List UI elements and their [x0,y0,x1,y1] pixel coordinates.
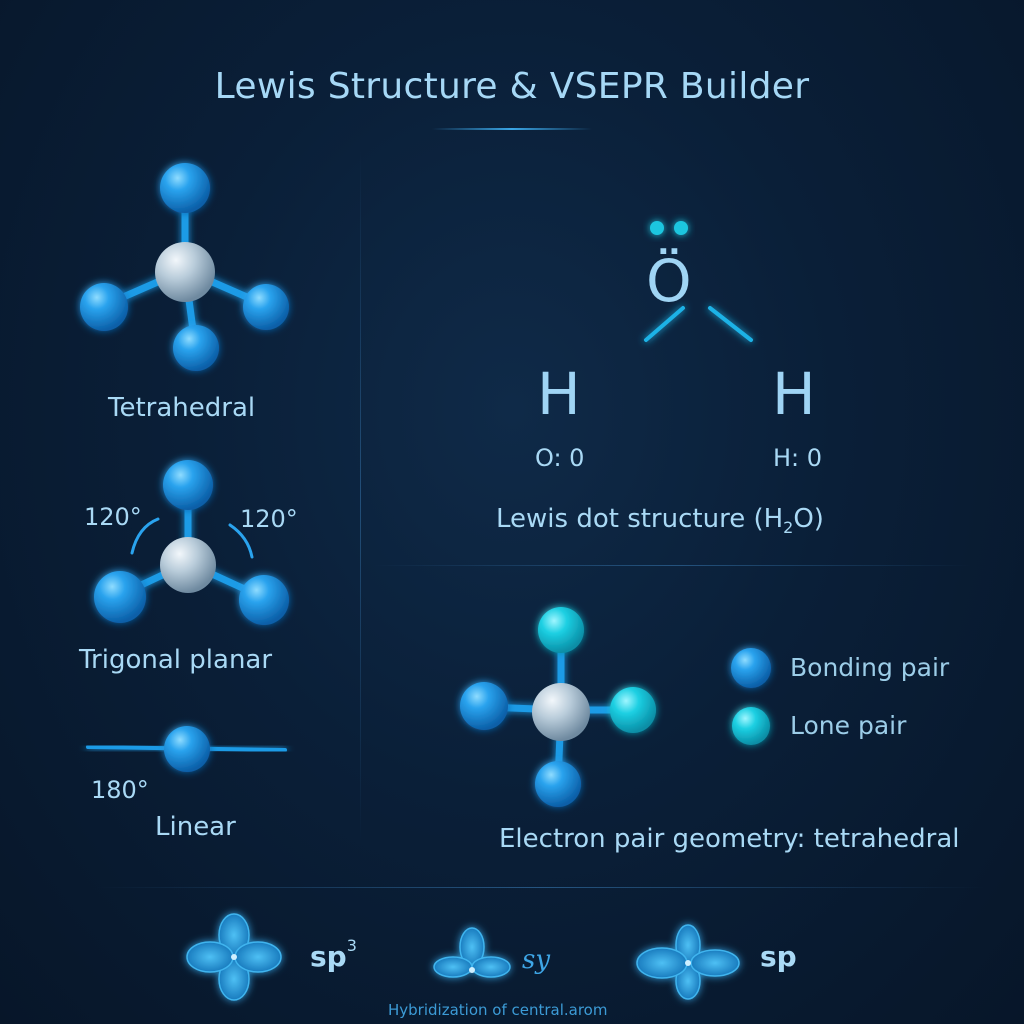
sp3-orbital-icon[interactable] [185,913,285,1001]
bond-right [708,306,753,342]
right-panel-divider [372,565,972,566]
linear-label: Linear [155,812,236,842]
legend-lone-pair: Lone pair [790,711,907,740]
lewis-hydrogen-left[interactable]: H [537,360,581,428]
vertical-divider [360,150,361,845]
linear-angle: 180° [91,776,149,804]
bonding-atom-left [460,682,508,730]
trigonal-angle-right: 120° [240,505,298,533]
lewis-caption-prefix: Lewis dot structure (H [496,504,784,534]
trigonal-left-atom [94,571,146,623]
lewis-caption-suffix: O) [793,504,824,534]
trigonal-angle-left: 120° [84,503,142,531]
sp-orbital-icon[interactable] [635,924,745,1000]
sp-label: sp [760,940,797,973]
lewis-caption: Lewis dot structure (H2O) [496,504,824,537]
electron-geometry-model[interactable] [455,600,675,815]
trigonal-top-atom [163,460,213,510]
legend-bonding-pair: Bonding pair [790,653,950,682]
lewis-oxygen-atom[interactable]: Ö [646,247,692,315]
trigonal-planar-model[interactable] [80,455,310,635]
lewis-caption-subscript: 2 [783,518,794,537]
lone-pair-atom-right [610,687,656,733]
angle-arc-right [228,523,254,559]
bonding-atom-bottom [535,761,581,807]
electron-geometry-central-atom [532,683,590,741]
sp2-orbital-icon[interactable] [432,925,522,987]
linear-atom [164,726,210,772]
trigonal-right-atom [239,575,289,625]
hybridization-caption: Hybridization of central.arom [388,1001,608,1019]
lone-pair-dot-right [674,221,688,235]
angle-arc-left [130,517,160,555]
lewis-bonds [644,221,753,342]
lewis-hydrogen-right[interactable]: H [772,360,816,428]
bottom-divider [95,887,985,888]
lone-pair-atom-top [538,607,584,653]
sp3-label: sp3 [310,936,357,973]
trigonal-central-atom [160,537,216,593]
linear-model[interactable] [85,720,295,780]
sp3-label-superscript: 3 [346,936,357,955]
legend-swatches [731,648,771,745]
tetrahedral-left-atom [80,283,128,331]
title-underline [432,128,592,130]
sy-label: sy [522,945,551,975]
sp3-label-base: sp [310,940,347,973]
formal-charge-hydrogen: H: 0 [773,444,823,472]
lone-pair-swatch [732,707,770,745]
tetrahedral-model[interactable] [60,150,320,390]
page-title: Lewis Structure & VSEPR Builder [214,66,810,107]
tetrahedral-right-atom [243,284,289,330]
bond-left [644,306,685,342]
tetrahedral-bottom-atom [173,325,219,371]
trigonal-planar-label: Trigonal planar [79,645,273,675]
electron-geometry-caption: Electron pair geometry: tetrahedral [499,824,960,854]
bonding-pair-swatch [731,648,771,688]
formal-charge-oxygen: O: 0 [535,444,585,472]
tetrahedral-top-atom [160,163,210,213]
lone-pair-dot-left [650,221,664,235]
tetrahedral-central-atom [155,242,215,302]
tetrahedral-label: Tetrahedral [108,393,256,423]
